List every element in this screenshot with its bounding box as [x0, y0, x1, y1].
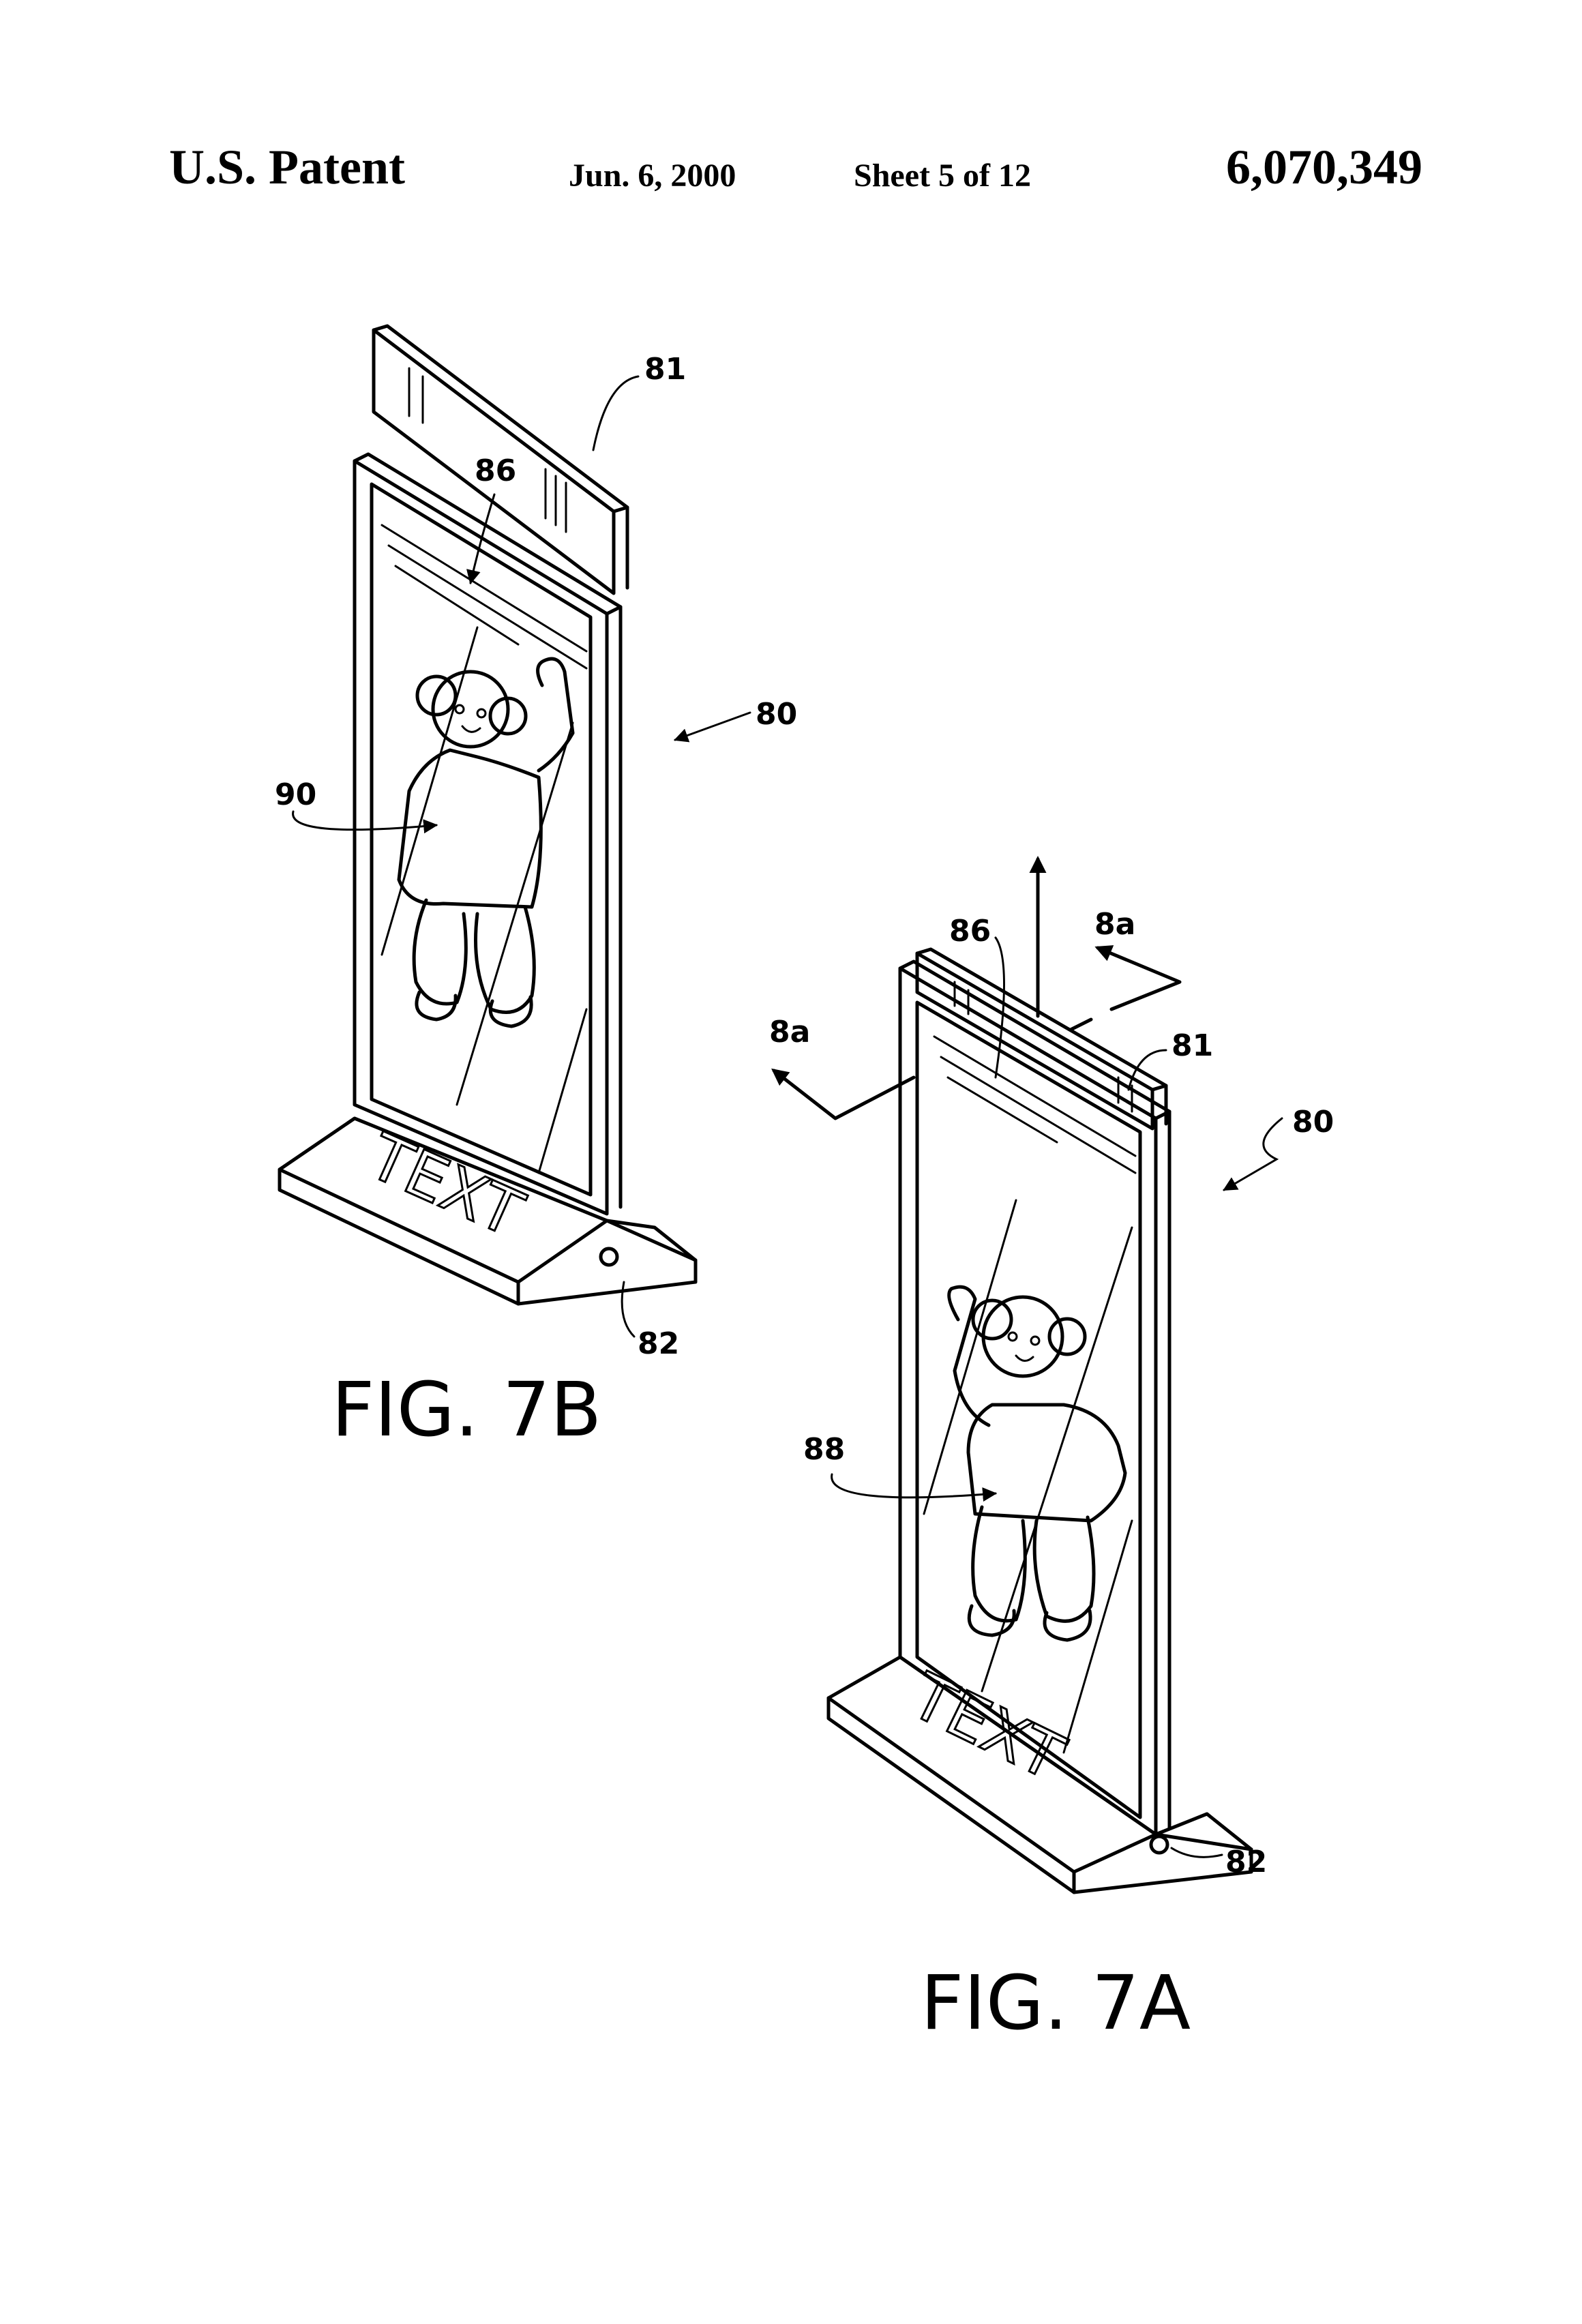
figure-7b: TEXT FIG. 7B 81 86 80 90 82 [275, 324, 797, 1453]
fig-7b-caption: FIG. 7B [331, 1366, 601, 1453]
header-title: U.S. Patent [169, 140, 405, 194]
display-frame-7a [898, 959, 1171, 1836]
base-7a [826, 1655, 1253, 1894]
ref-8a-left: 8a [769, 1015, 810, 1049]
figure-7a: TEXT FIG. 7A 8a 8a 86 81 80 88 82 [769, 856, 1334, 2046]
header-sheet: Sheet 5 of 12 [854, 158, 1031, 194]
ref-88-7a: 88 [803, 1432, 845, 1467]
ref-80-7a: 80 [1292, 1105, 1334, 1139]
bear-graphic-7a [947, 1285, 1127, 1642]
section-line-left [771, 1068, 916, 1120]
ref-82-7a: 82 [1225, 1845, 1267, 1879]
ref-81-7b: 81 [644, 352, 686, 387]
ref-86-7b: 86 [475, 453, 516, 488]
ref-82-7b: 82 [638, 1326, 679, 1361]
ref-90-7b: 90 [275, 777, 316, 812]
header-date: Jun. 6, 2000 [569, 158, 736, 194]
ref-81-7a: 81 [1171, 1028, 1213, 1063]
base-7b [278, 1116, 698, 1306]
base-etched-text-7b: TEXT [358, 1120, 533, 1251]
section-line-right [1069, 948, 1182, 1032]
ref-86-7a: 86 [949, 914, 991, 949]
insert-card-7b [372, 324, 629, 595]
fig-7a-caption: FIG. 7A [921, 1959, 1191, 2046]
base-etched-text-7a: TEXT [899, 1659, 1075, 1795]
display-frame-7b [353, 452, 623, 1216]
header-patent-number: 6,070,349 [1226, 140, 1422, 194]
insert-card-7a [915, 947, 1168, 1131]
ref-80-7b: 80 [756, 697, 797, 732]
ref-8a-right: 8a [1094, 907, 1135, 942]
bear-graphic-7b [397, 657, 575, 1028]
